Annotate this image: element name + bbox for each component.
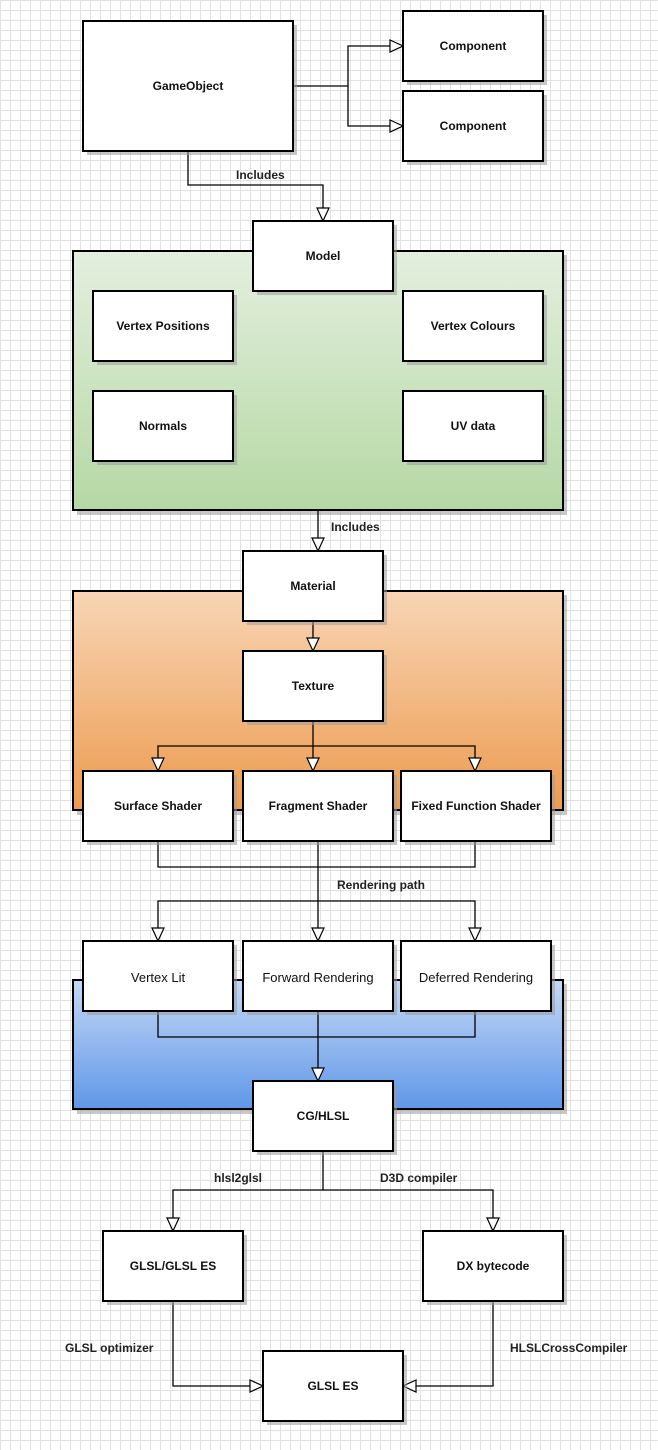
node-label: Component [440,119,507,133]
node-cg-hlsl[interactable]: CG/HLSL [252,1080,397,1155]
node-forward-rendering[interactable]: Forward Rendering [242,940,397,1015]
node-normals[interactable]: Normals [92,390,237,465]
node-fixed-function-shader[interactable]: Fixed Function Shader [400,770,555,845]
node-component-1[interactable]: Component [402,10,547,85]
connectors [151,39,500,1393]
node-label: Deferred Rendering [419,970,533,985]
node-material[interactable]: Material [242,550,387,625]
node-label: GameObject [153,79,224,93]
arrow-head [468,927,482,943]
arrow-head [311,537,325,553]
node-label: Fixed Function Shader [411,799,541,813]
node-label: Vertex Positions [116,319,210,333]
node-deferred-rendering[interactable]: Deferred Rendering [400,940,555,1015]
node-label: Vertex Colours [431,319,516,333]
node-label: Texture [292,679,335,693]
arrow-head [468,757,482,773]
edge-label-glsl-optimizer: GLSL optimizer [65,1341,154,1355]
node-vertex-positions[interactable]: Vertex Positions [92,290,237,365]
node-label: Material [290,579,335,593]
node-label: Surface Shader [114,799,202,813]
node-component-2[interactable]: Component [402,90,547,165]
edge-label-rendering-path: Rendering path [337,878,425,892]
node-dx-bytecode[interactable]: DX bytecode [422,1230,567,1305]
node-label: Vertex Lit [131,970,186,985]
arrow-head [316,207,330,223]
node-gameobject[interactable]: GameObject [82,20,297,155]
edge-label-hlsl2glsl: hlsl2glsl [214,1171,262,1185]
node-label: Normals [139,419,187,433]
arrow-head [311,927,325,943]
node-label: UV data [451,419,496,433]
node-label: GLSL/GLSL ES [130,1259,216,1273]
node-surface-shader[interactable]: Surface Shader [82,770,237,845]
arrow-head [151,927,165,943]
node-vertex-lit[interactable]: Vertex Lit [82,940,237,1015]
arrow-head [151,757,165,773]
arrow-head [311,1067,325,1083]
node-label: Forward Rendering [262,970,373,985]
node-label: Fragment Shader [269,799,368,813]
node-fragment-shader[interactable]: Fragment Shader [242,770,397,845]
node-uv-data[interactable]: UV data [402,390,547,465]
edge-label-hlsl-cross-compiler: HLSLCrossCompiler [510,1341,628,1355]
arrow-head [389,119,405,133]
node-label: Component [440,39,507,53]
arrow-head [166,1217,180,1233]
edge-label-includes-model: Includes [236,168,285,182]
arrow-head [389,39,405,53]
node-glsl-glsles[interactable]: GLSL/GLSL ES [102,1230,247,1305]
node-texture[interactable]: Texture [242,650,387,725]
arrow-head [249,1379,265,1393]
node-label: GLSL ES [307,1379,358,1393]
arrow-head [486,1217,500,1233]
node-label: DX bytecode [457,1259,530,1273]
arrow-head [306,637,320,653]
node-glsl-es[interactable]: GLSL ES [262,1350,407,1425]
edge-label-includes-material: Includes [331,520,380,534]
node-model[interactable]: Model [252,220,397,295]
node-vertex-colours[interactable]: Vertex Colours [402,290,547,365]
node-label: CG/HLSL [297,1109,350,1123]
arrow-head [306,757,320,773]
edge-label-d3d-compiler: D3D compiler [380,1171,458,1185]
node-label: Model [306,249,341,263]
arrow-head [401,1379,417,1393]
